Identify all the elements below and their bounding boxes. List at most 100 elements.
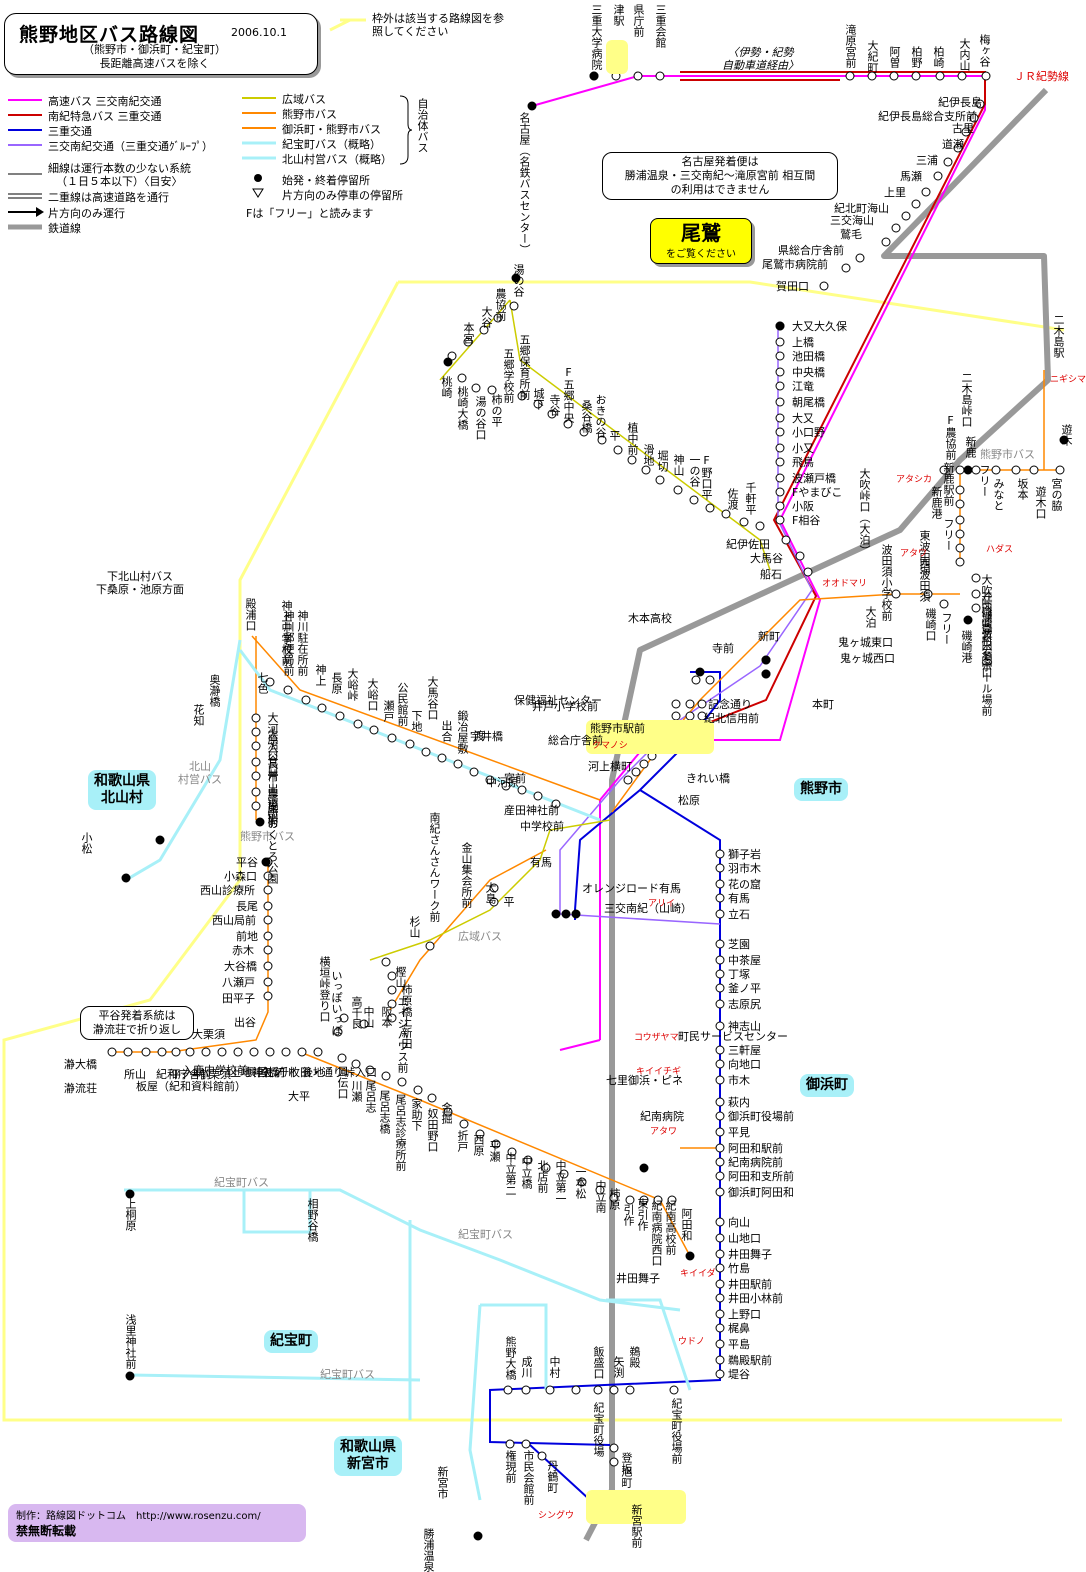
stop-marker [505, 1439, 515, 1449]
stop-marker [493, 313, 503, 323]
stop-label-central: エイジハウス前 [396, 996, 409, 1073]
stop-marker [171, 1047, 181, 1057]
stop-label-mihama: 井田舞子 [728, 1248, 772, 1261]
stop-label-hiratani: 平谷 [236, 856, 258, 869]
stop-marker [489, 897, 499, 907]
stop-marker [185, 1047, 195, 1057]
hiratani-note: 平谷発着系統は 瀞流荘で折り返し [80, 1006, 194, 1040]
stop-label-kumanocity: 産田神社前 [504, 804, 559, 817]
stop-label-kiwa: 千軒平 [744, 482, 757, 515]
stop-marker [351, 1059, 361, 1069]
stop-label-kiwa: 平 [608, 430, 621, 441]
stop-label-nigishima: 磯崎ゲートボール場前 [980, 606, 993, 716]
stop-marker [923, 589, 933, 599]
stop-label-kiho: 中村 [548, 1356, 561, 1378]
stop-label-nigishima: フリー [940, 612, 953, 645]
stop-marker [715, 849, 725, 859]
stop-label-central: 上新田 [400, 1016, 413, 1049]
stop-marker [425, 941, 435, 951]
stop-label-nigishima: 宮の脇 [1050, 478, 1063, 511]
stop-label-nigishima: 新鹿 [964, 436, 977, 458]
legend-f-note: Fは「フリー」と読みます [246, 207, 374, 220]
stop-label-kiwa: 城下 [532, 388, 545, 410]
stop-label-kumanocity: 中河原 [486, 776, 519, 789]
stop-label-kitayamaline: 神川郵便局前 [282, 610, 295, 676]
legend-mihama: 御浜町・熊野市バス [282, 123, 381, 136]
stop-label-kiwa: 農協前 [494, 288, 507, 321]
stop-marker [201, 1047, 211, 1057]
stop-marker [715, 1249, 725, 1259]
stop-marker [775, 381, 785, 391]
stop-marker [359, 1019, 369, 1029]
stop-label-nigishima: 東波田須 [918, 530, 931, 574]
stop-marker [639, 759, 649, 769]
stop-marker [625, 1385, 635, 1395]
stop-marker [715, 1233, 725, 1243]
stop-label-kana: コウザヤマ [634, 1033, 679, 1043]
stop-label-kiho: 登坂 [620, 1452, 633, 1474]
stop-label-kitayamaline: 長原 [330, 672, 343, 694]
stop-label-central: 阪本 [380, 1006, 393, 1028]
stop-marker [263, 931, 273, 941]
stop-marker [939, 599, 949, 609]
stop-marker [715, 1097, 725, 1107]
stop-marker [263, 885, 273, 895]
owase-ref-box[interactable]: 尾鷲 をご覧ください [650, 218, 752, 264]
stop-marker [901, 211, 911, 221]
stop-label-south: 船石 [760, 568, 782, 581]
stop-label-kumanocity: 宇井橋 [470, 730, 503, 743]
stop-marker [397, 1077, 407, 1087]
legend-thin-2: （１日５本以下）〈目安〉 [56, 175, 183, 188]
stop-label-south: 江竜 [792, 380, 814, 393]
stop-marker [217, 1047, 227, 1057]
stop-label-kitayamaline: 鍛冶屋敷 [456, 710, 469, 754]
stop-label-kiwa: 大谷 [480, 306, 493, 328]
stop-marker [775, 487, 785, 497]
stop-label-kumanocity: 河上横町 [588, 760, 632, 773]
route-label-kiho-3: 紀宝町バス [320, 1368, 375, 1381]
stop-marker [249, 1047, 259, 1057]
stop-marker [633, 71, 643, 81]
stop-label-kiho: 熊野大橋 [504, 1336, 517, 1380]
stop-label-south: 大又大久保 [792, 320, 847, 333]
stop-label-kiwa: 本宮 [462, 322, 475, 344]
terminal-marker [261, 857, 271, 867]
stop-marker [715, 879, 725, 889]
stop-marker [775, 337, 785, 347]
stop-marker [533, 399, 543, 409]
stop-label-hiratani: 大谷橋 [224, 960, 257, 973]
stop-label-kiho: 矢渕 [612, 1356, 625, 1378]
stop-label-central: 金山集会所前 [460, 842, 473, 908]
stop-label-kumanocity: 宮前 [504, 772, 526, 785]
stop-label-kumanocity: 中学校前 [520, 820, 564, 833]
stop-marker [971, 603, 981, 613]
stop-marker [955, 465, 965, 475]
stop-label-kumanocity: 記念通り [708, 698, 752, 711]
stop-label-coast: 上里 [884, 186, 906, 199]
stop-label-hiratani: 板屋（紀和資料館前） [136, 1080, 246, 1093]
title-sub: （熊野市・御浜町・紀宝町） 長距離高速バスを除く [83, 43, 226, 71]
legend-sanko: 三重交通 [48, 125, 92, 138]
stop-marker [715, 1143, 725, 1153]
region-shingu: 和歌山県 新宮市 [334, 1436, 402, 1476]
stop-marker [867, 71, 877, 81]
stop-marker [365, 1065, 375, 1075]
stop-label-kitayamaline: 渡 [472, 730, 485, 741]
stop-label-hiratani: 紀和庁舎前 [156, 1068, 211, 1081]
stop-marker [559, 1169, 569, 1179]
legend-rail: 鉄道線 [48, 222, 81, 235]
stop-marker [943, 157, 953, 167]
stop-marker [609, 1443, 619, 1453]
stop-marker [715, 983, 725, 993]
stop-label-kumanocity: 紀北信用前 [704, 712, 759, 725]
stop-label-fuuden: 尾呂志 [364, 1080, 377, 1113]
stop-marker [953, 143, 963, 153]
stop-label-fuuden: 阿田和 [680, 1208, 693, 1241]
stop-marker [613, 445, 623, 455]
stop-marker [251, 757, 261, 767]
stop-marker [685, 711, 695, 721]
stop-label-south: 飛鳥 [792, 456, 814, 469]
stop-marker [563, 419, 573, 429]
stop-marker [263, 961, 273, 971]
stop-label-nigishima: 井内浦農村公園口 [980, 590, 993, 678]
